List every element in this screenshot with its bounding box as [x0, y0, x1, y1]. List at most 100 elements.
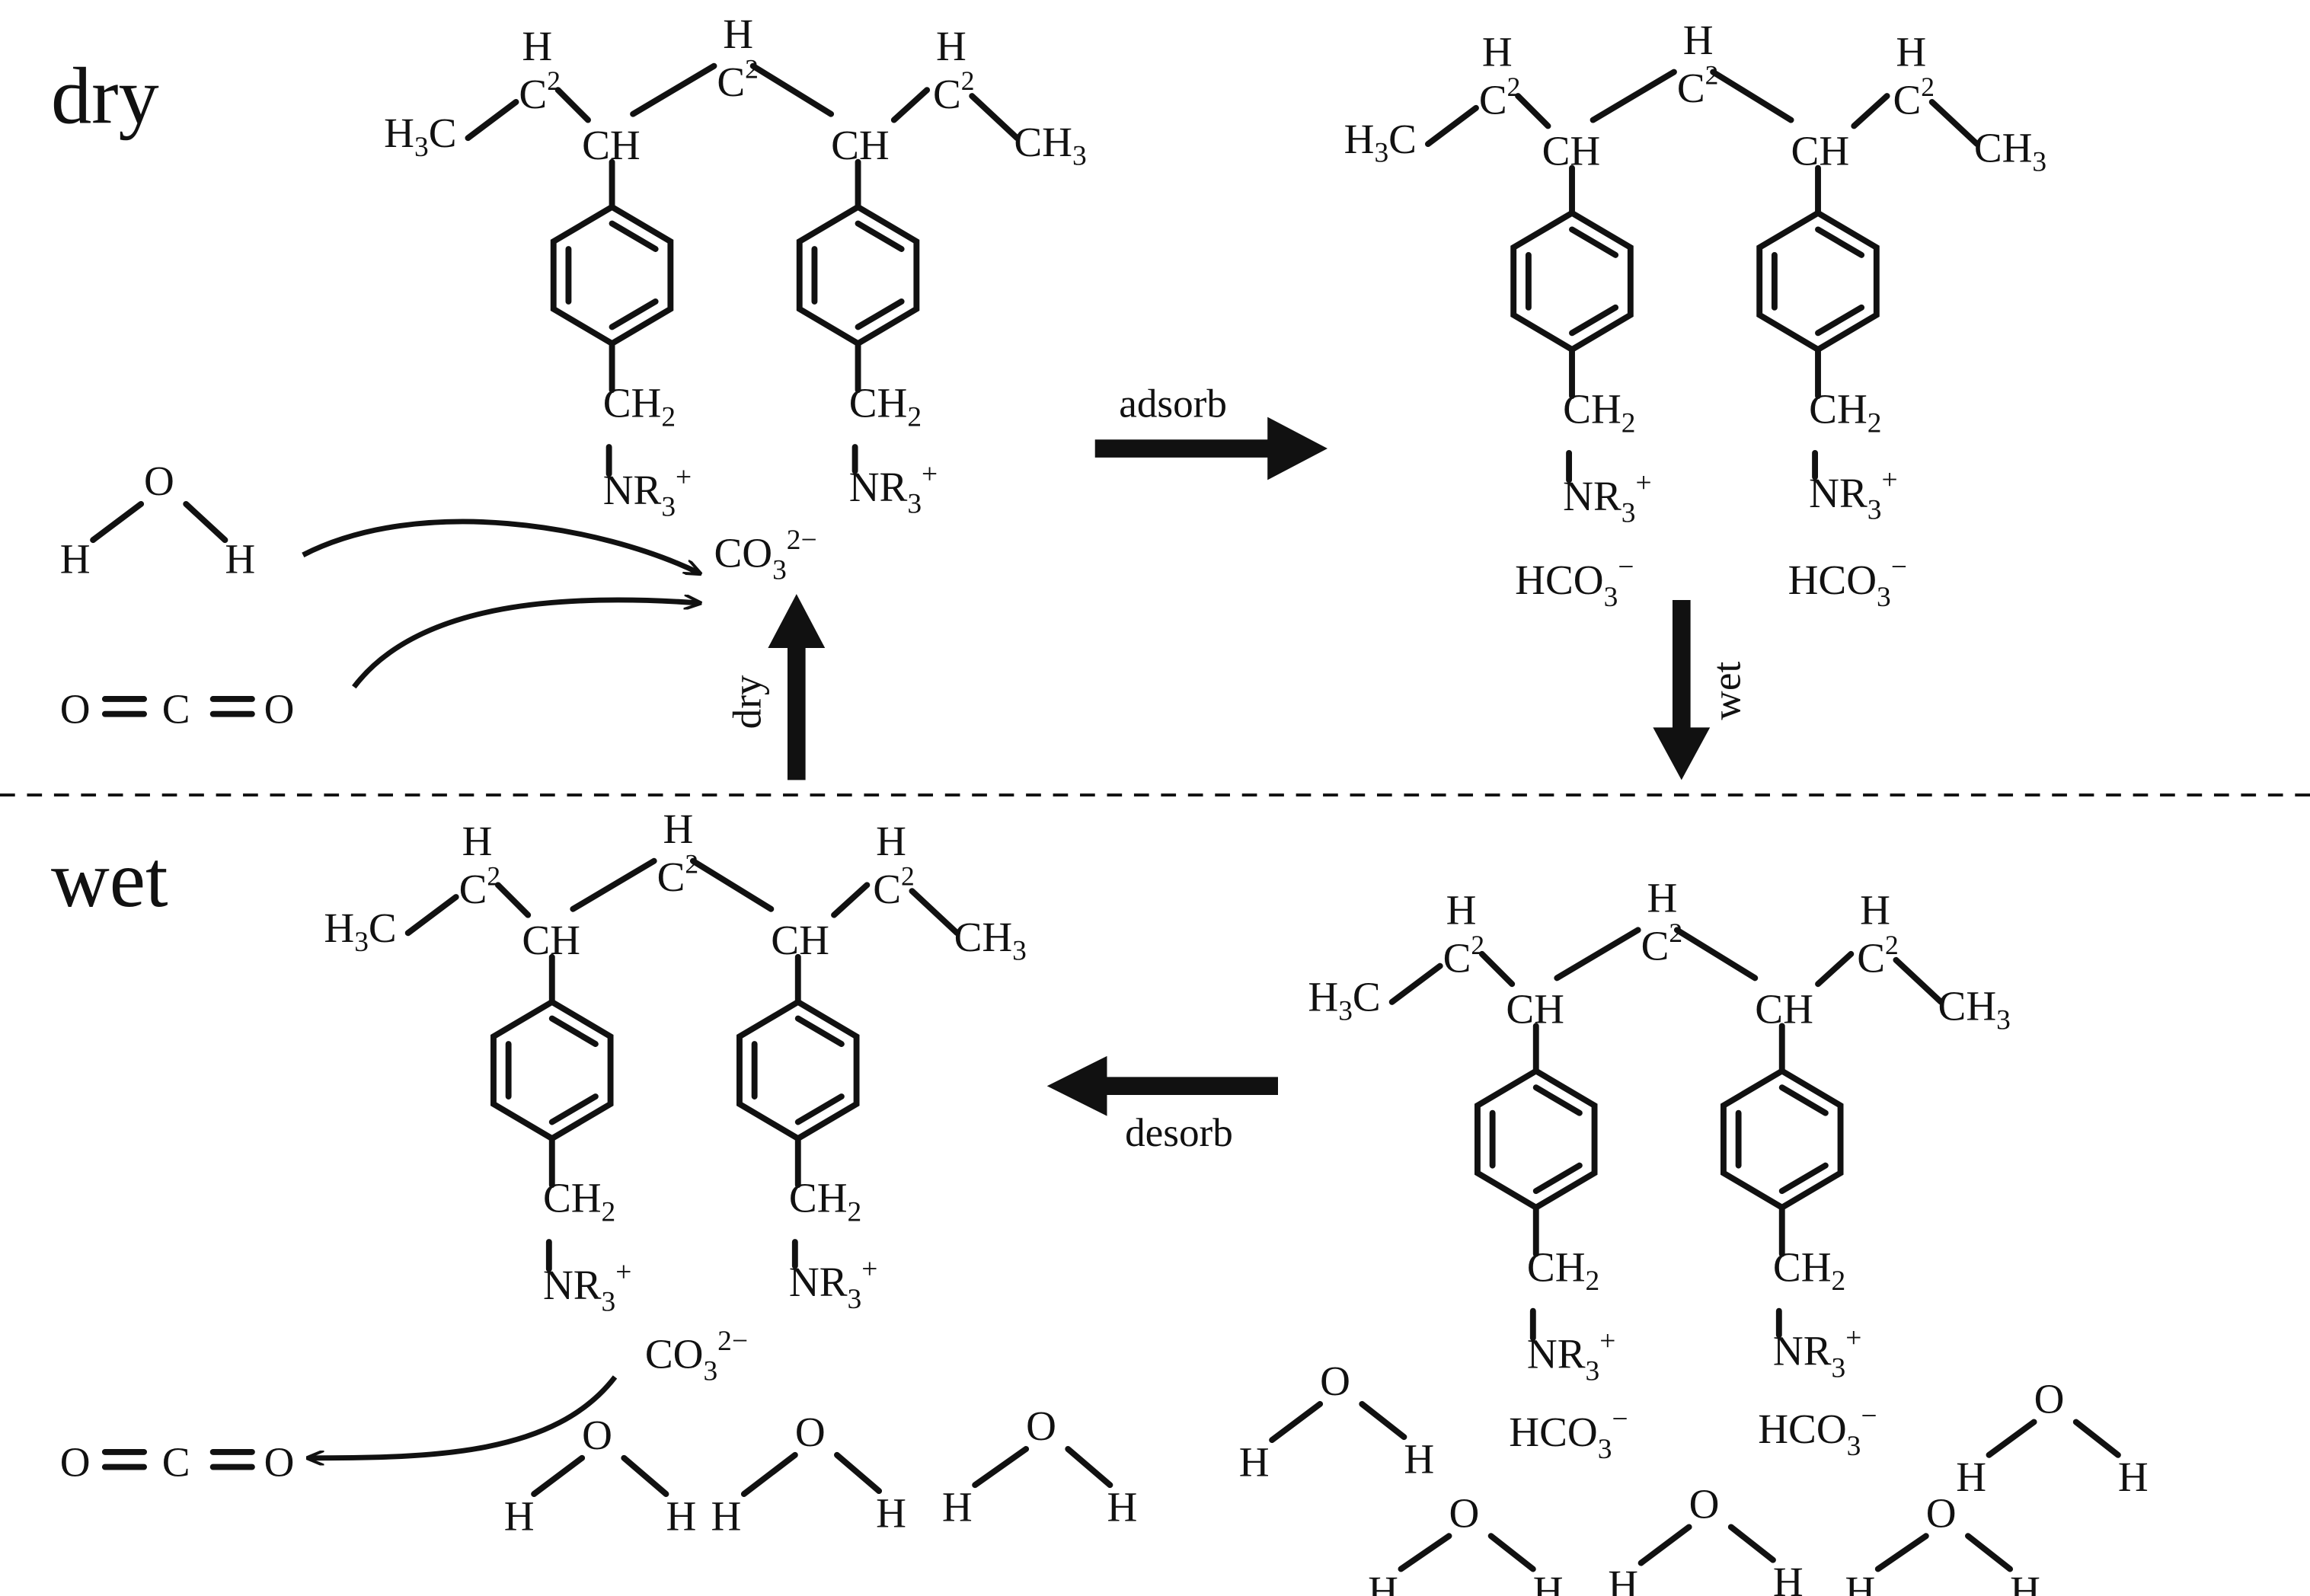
label-ch2-left-c: C2: [519, 65, 560, 117]
label-ch2-mid-c: C2: [717, 53, 758, 105]
label-ch2-left-c: C2: [459, 860, 500, 912]
label-ch2-right-c: C2: [873, 860, 914, 912]
label-ch2-side-left: CH2: [603, 380, 676, 433]
label-nr3-left: NR3+: [1527, 1326, 1615, 1387]
polymer-adsorbed: H3C H C2 CH H C2 CH H C2 CH3 CH2 CH2 NR3…: [1344, 17, 2046, 529]
curved-arrow-water-to-carbonate: [302, 519, 699, 573]
label-h3c: H3C: [324, 905, 396, 958]
water-molecule-loaded-1: O H H: [1239, 1358, 1434, 1485]
svg-text:H: H: [1368, 1568, 1398, 1596]
label-ch2-mid: H: [1683, 17, 1714, 63]
svg-text:H: H: [60, 536, 91, 583]
water-molecule-loaded-5: O H H: [1845, 1489, 2040, 1596]
label-ch-right: CH: [831, 122, 890, 168]
svg-text:H: H: [2118, 1454, 2149, 1500]
phase-label-dry: dry: [51, 52, 159, 142]
label-ch3: CH3: [954, 914, 1027, 967]
label-ch2-side-left: CH2: [543, 1175, 615, 1228]
polymer-dry: H3C H C2 CH H C2 CH H C2 CH3 CH2 CH2 NR3…: [384, 11, 1086, 523]
label-ch-right: CH: [1755, 985, 1813, 1032]
bicarbonate-ion-2: HCO3−: [1788, 551, 1907, 612]
label-ch2-left-c: C2: [1443, 930, 1484, 982]
label-ch2-side-left: CH2: [1563, 386, 1635, 439]
label-ch-left: CH: [1506, 985, 1564, 1032]
label-h3c: H3C: [384, 110, 456, 163]
svg-text:O: O: [1449, 1489, 1480, 1536]
svg-text:O: O: [60, 1438, 91, 1485]
label-ch2-side-right: CH2: [789, 1175, 861, 1228]
label-nr3-right: NR3+: [1773, 1323, 1861, 1384]
label-nr3-right: NR3+: [1809, 464, 1897, 525]
label-ch2-side-right: CH2: [1773, 1243, 1845, 1297]
svg-text:H: H: [1845, 1568, 1875, 1596]
water-molecule-loaded-2: O H H: [1956, 1376, 2149, 1500]
label-ch2-right-c: C2: [1857, 930, 1898, 982]
label-ch2-right-c: C2: [933, 65, 974, 117]
phase-label-wet: wet: [51, 835, 168, 924]
svg-text:O: O: [1926, 1489, 1957, 1536]
svg-text:H: H: [1608, 1562, 1638, 1596]
bicarbonate-ion-wet-1: HCO3−: [1509, 1403, 1628, 1464]
label-ch2-mid: H: [1647, 875, 1677, 921]
co2-molecule-dry: O C O: [60, 685, 295, 732]
label-nr3-left: NR3+: [1563, 468, 1651, 528]
svg-text:H: H: [1956, 1454, 1986, 1500]
svg-text:O: O: [60, 685, 91, 732]
svg-text:H: H: [1404, 1435, 1434, 1482]
svg-text:H: H: [942, 1483, 973, 1530]
svg-text:H: H: [876, 1489, 906, 1536]
adsorb-label: adsorb: [1119, 381, 1227, 426]
wet-section: wet: [51, 835, 168, 924]
dry-arrow-label: dry: [725, 675, 770, 729]
label-h3c: H3C: [1344, 116, 1417, 169]
label-ch2-left: H: [1482, 29, 1513, 75]
label-ch2-right-c: C2: [1893, 72, 1934, 123]
dry-arrow: dry: [725, 594, 826, 780]
svg-text:H: H: [711, 1492, 742, 1539]
water-molecule-wet-3: O H H: [942, 1403, 1137, 1530]
label-ch2-side-right: CH2: [849, 380, 922, 433]
label-ch-left: CH: [582, 122, 641, 168]
label-ch2-right: H: [1896, 29, 1926, 75]
label-nr3-right: NR3+: [849, 458, 938, 519]
label-ch3: CH3: [1014, 119, 1086, 172]
carbonate-ion-wet: CO32−: [645, 1326, 748, 1387]
svg-text:H: H: [1239, 1438, 1270, 1485]
label-ch-right: CH: [1791, 128, 1850, 174]
wet-arrow-label: wet: [1705, 662, 1749, 720]
label-ch2-mid-c: C2: [1677, 59, 1718, 111]
svg-text:H: H: [1533, 1568, 1564, 1596]
svg-text:H: H: [2010, 1568, 2040, 1596]
label-ch2-left: H: [462, 818, 493, 864]
svg-text:O: O: [1689, 1481, 1720, 1527]
svg-text:O: O: [144, 458, 174, 504]
curved-arrow-co2-to-carbonate: [352, 600, 699, 689]
carbonate-ion-dry: CO32−: [714, 525, 816, 586]
label-ch2-mid-c: C2: [657, 848, 698, 900]
water-molecule-loaded-3: O H H: [1368, 1489, 1563, 1596]
label-ch-right: CH: [771, 917, 829, 963]
svg-text:H: H: [1773, 1559, 1804, 1596]
water-molecule-wet-1: O H H: [504, 1412, 697, 1539]
desorb-label: desorb: [1125, 1110, 1233, 1155]
label-ch2-left: H: [522, 23, 552, 69]
label-nr3-left: NR3+: [603, 461, 692, 522]
label-ch2-left: H: [1446, 886, 1477, 933]
label-ch3: CH3: [1974, 125, 2046, 178]
water-molecule-dry: O H H: [60, 458, 255, 582]
water-molecule-wet-2: O H H: [711, 1409, 906, 1539]
label-ch2-right: H: [876, 818, 906, 864]
svg-text:O: O: [1320, 1358, 1350, 1404]
label-nr3-right: NR3+: [789, 1253, 877, 1314]
label-ch2-mid: H: [663, 806, 694, 852]
svg-text:O: O: [264, 1438, 295, 1485]
svg-text:O: O: [1026, 1403, 1056, 1449]
curved-arrow-carbonate-to-co2: [309, 1375, 618, 1457]
label-ch3: CH3: [1938, 983, 2011, 1036]
label-nr3-left: NR3+: [543, 1256, 631, 1317]
svg-text:H: H: [225, 536, 255, 583]
water-molecule-loaded-4: O H H: [1608, 1481, 1803, 1596]
bicarbonate-ion-1: HCO3−: [1515, 551, 1634, 612]
svg-text:H: H: [1107, 1483, 1137, 1530]
